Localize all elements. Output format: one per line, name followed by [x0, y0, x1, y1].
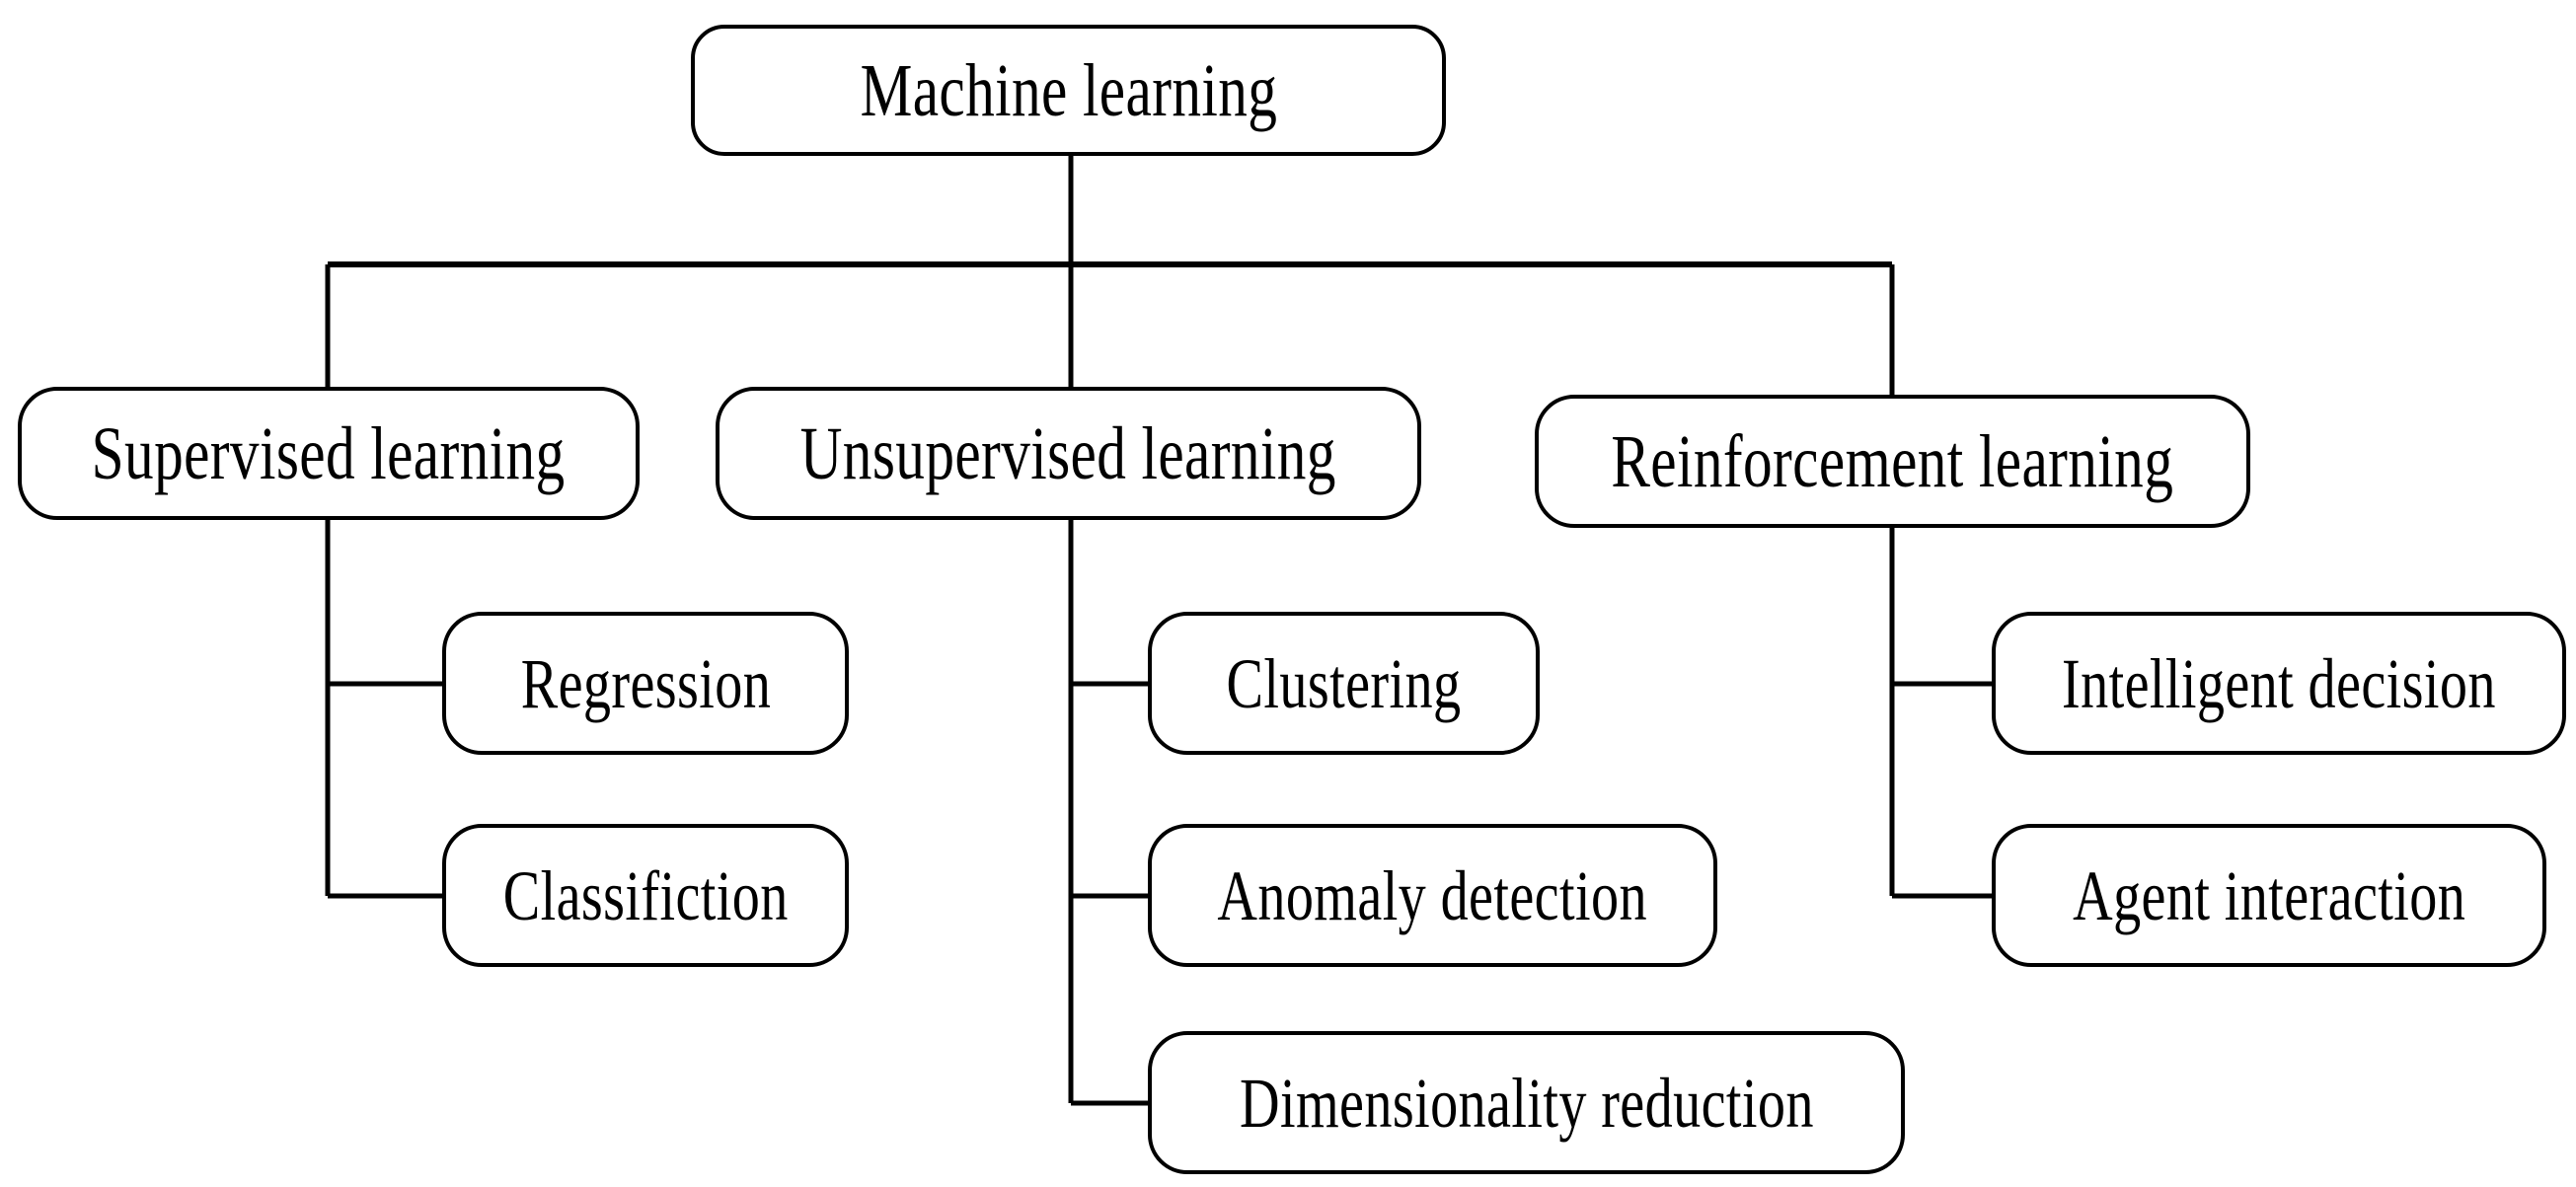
node-dimensionality-reduction[interactable]: Dimensionality reduction — [1148, 1031, 1905, 1174]
node-dimensionality-reduction-label: Dimensionality reduction — [1239, 1063, 1814, 1143]
node-machine-learning[interactable]: Machine learning — [691, 25, 1446, 156]
node-anomaly-detection-label: Anomaly detection — [1217, 855, 1648, 935]
node-unsupervised-learning[interactable]: Unsupervised learning — [716, 387, 1421, 520]
node-machine-learning-label: Machine learning — [860, 48, 1277, 132]
node-regression[interactable]: Regression — [442, 612, 849, 755]
node-supervised-learning[interactable]: Supervised learning — [18, 387, 640, 520]
node-reinforcement-learning-label: Reinforcement learning — [1611, 419, 2174, 503]
node-classifiction[interactable]: Classifiction — [442, 824, 849, 967]
node-regression-label: Regression — [520, 643, 771, 723]
node-clustering[interactable]: Clustering — [1148, 612, 1540, 755]
node-agent-interaction[interactable]: Agent interaction — [1992, 824, 2546, 967]
node-reinforcement-learning[interactable]: Reinforcement learning — [1535, 395, 2250, 528]
node-clustering-label: Clustering — [1226, 643, 1462, 723]
node-intelligent-decision[interactable]: Intelligent decision — [1992, 612, 2566, 755]
node-anomaly-detection[interactable]: Anomaly detection — [1148, 824, 1717, 967]
node-supervised-learning-label: Supervised learning — [92, 411, 566, 495]
node-unsupervised-learning-label: Unsupervised learning — [799, 411, 1337, 495]
node-classifiction-label: Classifiction — [502, 855, 789, 935]
node-intelligent-decision-label: Intelligent decision — [2062, 643, 2496, 723]
node-agent-interaction-label: Agent interaction — [2072, 855, 2466, 935]
